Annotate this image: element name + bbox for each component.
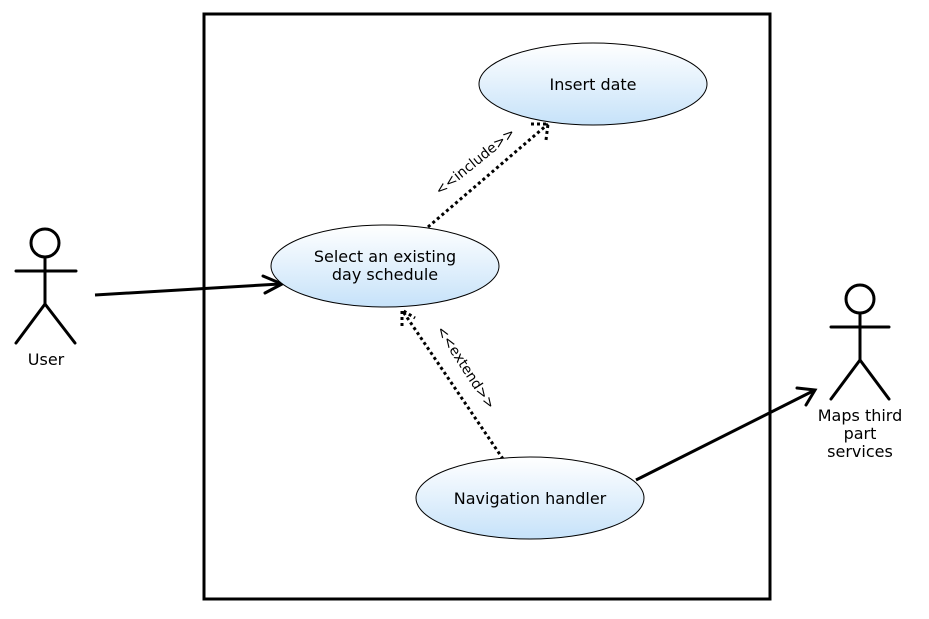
usecase-select-schedule-label-line2: day schedule [332, 265, 438, 284]
usecase-insert-date[interactable]: Insert date [478, 42, 708, 126]
stick-figure-icon [14, 227, 78, 345]
actor-maps-label-line3: services [827, 442, 893, 461]
include-dependency [427, 122, 550, 229]
actor-maps-label-line2: part [844, 424, 877, 443]
stick-figure-icon [829, 283, 891, 401]
actor-maps-label-line1: Maps third [818, 406, 903, 425]
association-navigation-maps [635, 386, 818, 482]
association-user-select [94, 274, 286, 297]
extend-dependency [400, 307, 505, 460]
actor-user[interactable]: User [14, 227, 78, 369]
usecase-navigation-handler-label: Navigation handler [454, 489, 607, 508]
actor-user-label: User [28, 350, 65, 369]
usecase-insert-date-label: Insert date [549, 75, 636, 94]
system-boundary [202, 12, 772, 601]
usecase-select-schedule-label-line1: Select an existing [314, 247, 456, 266]
actor-maps-services[interactable]: Maps third part services [818, 283, 903, 461]
usecase-navigation-handler[interactable]: Navigation handler [415, 456, 645, 540]
usecase-select-schedule[interactable]: Select an existing day schedule [270, 224, 500, 308]
